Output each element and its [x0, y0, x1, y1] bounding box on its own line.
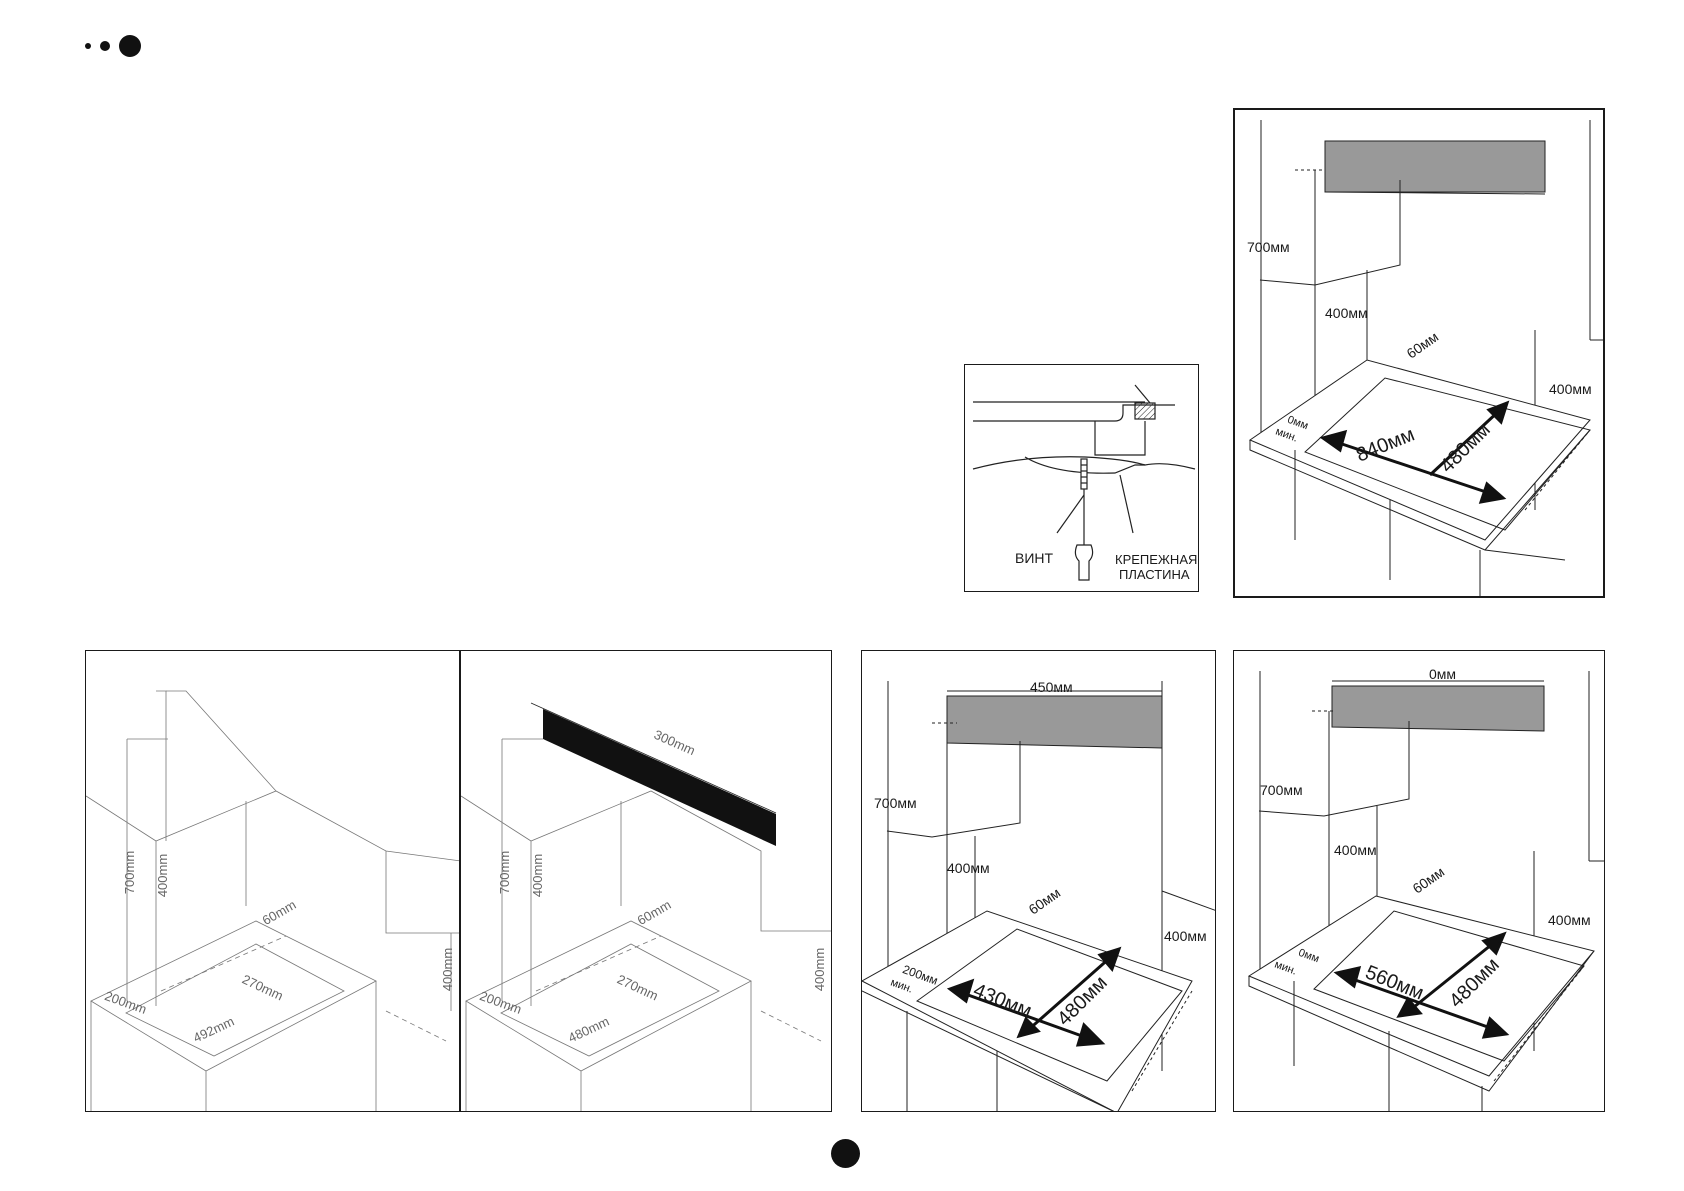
install-drawing-430 — [862, 681, 1215, 1111]
install-diagram-560: 0мм 700мм 400мм 400мм 60мм 0мм мин. 560м… — [1233, 650, 1605, 1112]
screw-label: ВИНТ — [1015, 550, 1054, 566]
dim-400-left: 400mm — [155, 853, 171, 898]
install-diagram-840: 700мм 400мм 400мм 60мм 0мм мин. 840мм 48… — [1233, 108, 1605, 598]
dim-700: 700mm — [122, 850, 138, 895]
dim-400-left: 400мм — [947, 860, 990, 876]
dim-700: 700mm — [497, 850, 513, 895]
dim-400-right: 400мм — [1548, 912, 1591, 928]
header-dots — [84, 34, 144, 63]
dim-700: 700мм — [1260, 782, 1303, 798]
install-drawing-560 — [1247, 671, 1604, 1111]
plate-label-line2: ПЛАСТИНА — [1119, 567, 1190, 582]
page-indicator-dot — [831, 1139, 860, 1168]
dim-0-top: 0мм — [1429, 666, 1457, 682]
dim-400-right: 400мм — [1549, 381, 1592, 397]
dim-400-left: 400мм — [1325, 305, 1368, 321]
install-drawing-492 — [86, 690, 459, 1111]
dots-icon — [85, 35, 141, 57]
dim-400-left: 400mm — [530, 853, 546, 898]
install-diagram-480-hood: 300mm 700mm 400mm 400mm 60mm 200mm 270mm… — [460, 650, 832, 1112]
dim-700: 700мм — [874, 795, 917, 811]
dim-400-right: 400mm — [440, 947, 456, 992]
plate-label-line1: КРЕПЕЖНАЯ — [1115, 552, 1198, 567]
install-drawing-840 — [1248, 120, 1603, 596]
dim-700: 700мм — [1247, 239, 1290, 255]
install-diagram-430: 450мм 700мм 400мм 400мм 60мм 200мм мин. … — [861, 650, 1216, 1112]
dim-400-right: 400мм — [1164, 928, 1207, 944]
mounting-detail-panel: ВИНТ КРЕПЕЖНАЯ ПЛАСТИНА — [964, 364, 1199, 592]
install-diagram-492: 700mm 400mm 400mm 60mm 200mm 270mm 492mm — [85, 650, 460, 1112]
mounting-detail-drawing — [972, 384, 1196, 581]
dim-400-left: 400мм — [1334, 842, 1377, 858]
dim-400-right: 400mm — [812, 947, 828, 992]
install-drawing-480-hood — [461, 702, 831, 1111]
dim-450: 450мм — [1030, 679, 1073, 695]
